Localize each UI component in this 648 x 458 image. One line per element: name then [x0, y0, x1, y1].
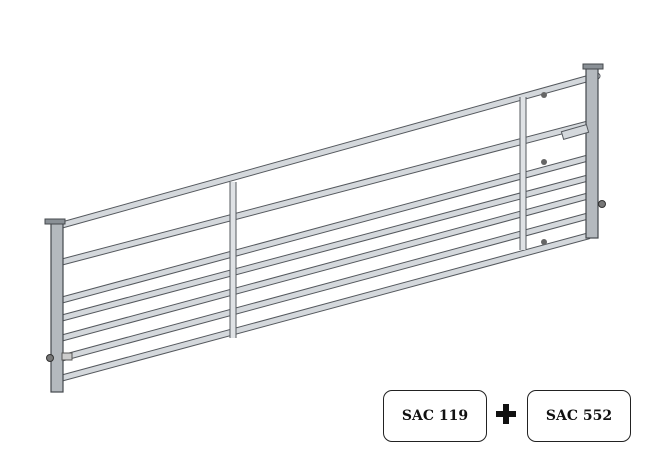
plus-icon: [496, 404, 516, 424]
gate-rail: [59, 213, 591, 361]
gate-rail: [59, 233, 591, 381]
gate-rails: [58, 72, 601, 382]
gate-rail: [59, 73, 600, 228]
gate-rail: [59, 155, 591, 303]
product-code-label: SAC 119: [383, 390, 487, 442]
left-post: [44, 218, 73, 393]
gate-rail: [59, 193, 591, 341]
product-code-label: SAC 552: [527, 390, 631, 442]
gate-rail: [59, 175, 591, 321]
gate-rail: [59, 121, 591, 265]
gate-verticals: [229, 97, 527, 338]
right-post: [541, 63, 606, 245]
